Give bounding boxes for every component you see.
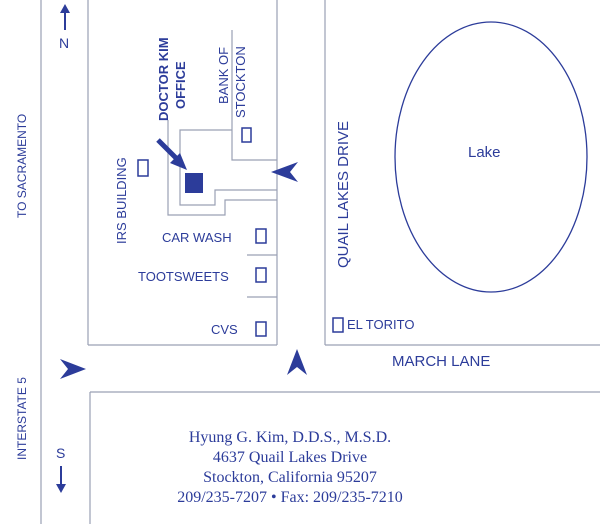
irs-marker [137,159,149,177]
march-lane-label: MARCH LANE [392,353,491,370]
tootsweets-marker [255,267,267,283]
to-sacramento-label: TO SACRAMENTO [15,113,29,218]
car-wash-label: CAR WASH [162,230,232,245]
bank-label-line1: BANK OF [216,46,231,104]
south-arrow-icon [56,484,66,493]
quail-lakes-drive-label: QUAIL LAKES DRIVE [335,121,352,268]
interstate-5-label: INTERSTATE 5 [15,377,29,460]
irs-building-label: IRS BUILDING [114,157,129,244]
bank-marker [241,127,252,143]
road-edges [40,0,600,524]
bank-label-line2: STOCKTON [233,46,248,118]
doctor-name: Hyung G. Kim, D.D.S., M.S.D. [188,429,392,446]
city-state-zip: Stockton, California 95207 [203,469,377,486]
doctor-office-marker [185,173,203,193]
car-wash-marker [255,228,267,244]
el-torito-marker [332,317,344,333]
phone-fax: 209/235-7207 • Fax: 209/235-7210 [177,489,403,506]
tootsweets-label: TOOTSWEETS [138,269,229,284]
address-block: Hyung G. Kim, D.D.S., M.S.D. 4637 Quail … [90,428,490,508]
south-label: S [56,445,66,461]
cvs-marker [255,321,267,337]
cvs-label: CVS [211,322,238,337]
north-arrow-icon [60,4,70,13]
lake-label: Lake [468,144,501,161]
street-address: 4637 Quail Lakes Drive [212,449,368,466]
interstate-entrance-arrow [60,359,86,379]
north-label: N [59,35,70,51]
office-pointer-arrow [156,138,187,170]
el-torito-label: EL TORITO [347,317,415,332]
march-lane-entrance-arrow [287,349,307,375]
doctor-kim-label-line2: OFFICE [173,61,188,109]
doctor-kim-label-line1: DOCTOR KIM [156,37,171,121]
quail-lakes-entrance-arrow [271,162,298,182]
lake-outline [394,21,588,293]
